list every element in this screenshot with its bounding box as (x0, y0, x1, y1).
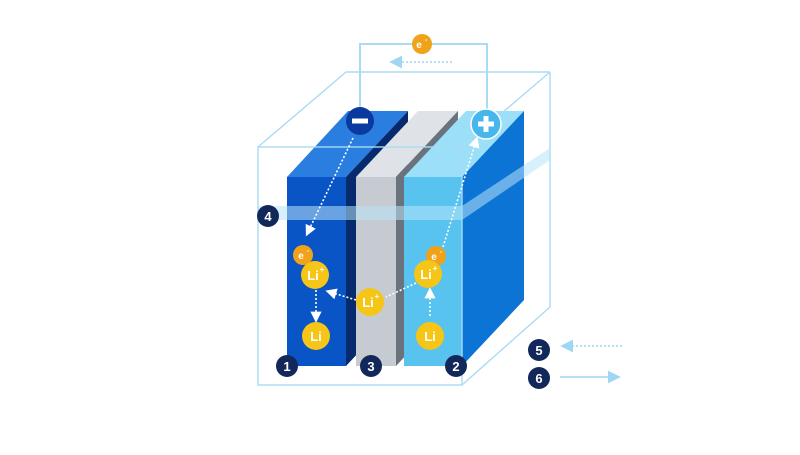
li-ion-to-anode-arrow (325, 288, 357, 301)
li-ion-anode: Li + (301, 261, 329, 289)
circuit-wire (359, 43, 488, 112)
legend-discharge: 5 (528, 339, 622, 361)
svg-text:4: 4 (264, 209, 272, 224)
plus-icon (478, 116, 494, 132)
svg-text:Li: Li (307, 268, 319, 283)
ion-path-arrows (305, 136, 480, 323)
svg-text:6: 6 (535, 371, 542, 386)
svg-text:e: e (298, 251, 304, 262)
svg-text:1: 1 (283, 359, 290, 374)
svg-text:Li: Li (424, 329, 436, 344)
svg-text:Li: Li (420, 267, 432, 282)
svg-text:e: e (431, 252, 437, 263)
svg-text:-: - (425, 37, 428, 44)
cell-casing-back (257, 71, 551, 307)
svg-text:-: - (307, 248, 310, 255)
badge-cathode: 2 (445, 355, 467, 377)
li-ion-cathode: Li + (414, 260, 442, 288)
svg-text:5: 5 (535, 343, 542, 358)
svg-text:2: 2 (452, 359, 459, 374)
electron-path-arrow-anode (305, 137, 354, 237)
electron-path-arrow-cathode (442, 136, 480, 248)
svg-text:-: - (440, 249, 443, 256)
external-circuit: e - (359, 34, 488, 112)
svg-text:+: + (320, 265, 325, 274)
minus-icon (352, 118, 368, 124)
svg-text:Li: Li (362, 295, 374, 310)
li-ion-separator: Li + (356, 288, 384, 316)
svg-text:e: e (416, 40, 422, 51)
svg-text:Li: Li (310, 329, 322, 344)
positive-terminal (470, 108, 502, 140)
electron-particle-top: e - (412, 34, 432, 54)
electron-particle-anode: e - (293, 245, 313, 265)
li-atom-cathode: Li (416, 322, 444, 350)
badge-anode: 1 (276, 355, 298, 377)
legend-charge: 6 (528, 367, 621, 389)
badge-separator: 3 (360, 355, 382, 377)
badge-electrolyte: 4 (257, 205, 279, 227)
svg-text:3: 3 (367, 359, 374, 374)
electrolyte-band (258, 148, 550, 220)
svg-text:+: + (433, 264, 438, 273)
negative-terminal (346, 107, 374, 135)
svg-text:+: + (375, 292, 380, 301)
li-ion-from-cathode-arrow (385, 282, 417, 298)
li-atom-anode: Li (302, 322, 330, 350)
